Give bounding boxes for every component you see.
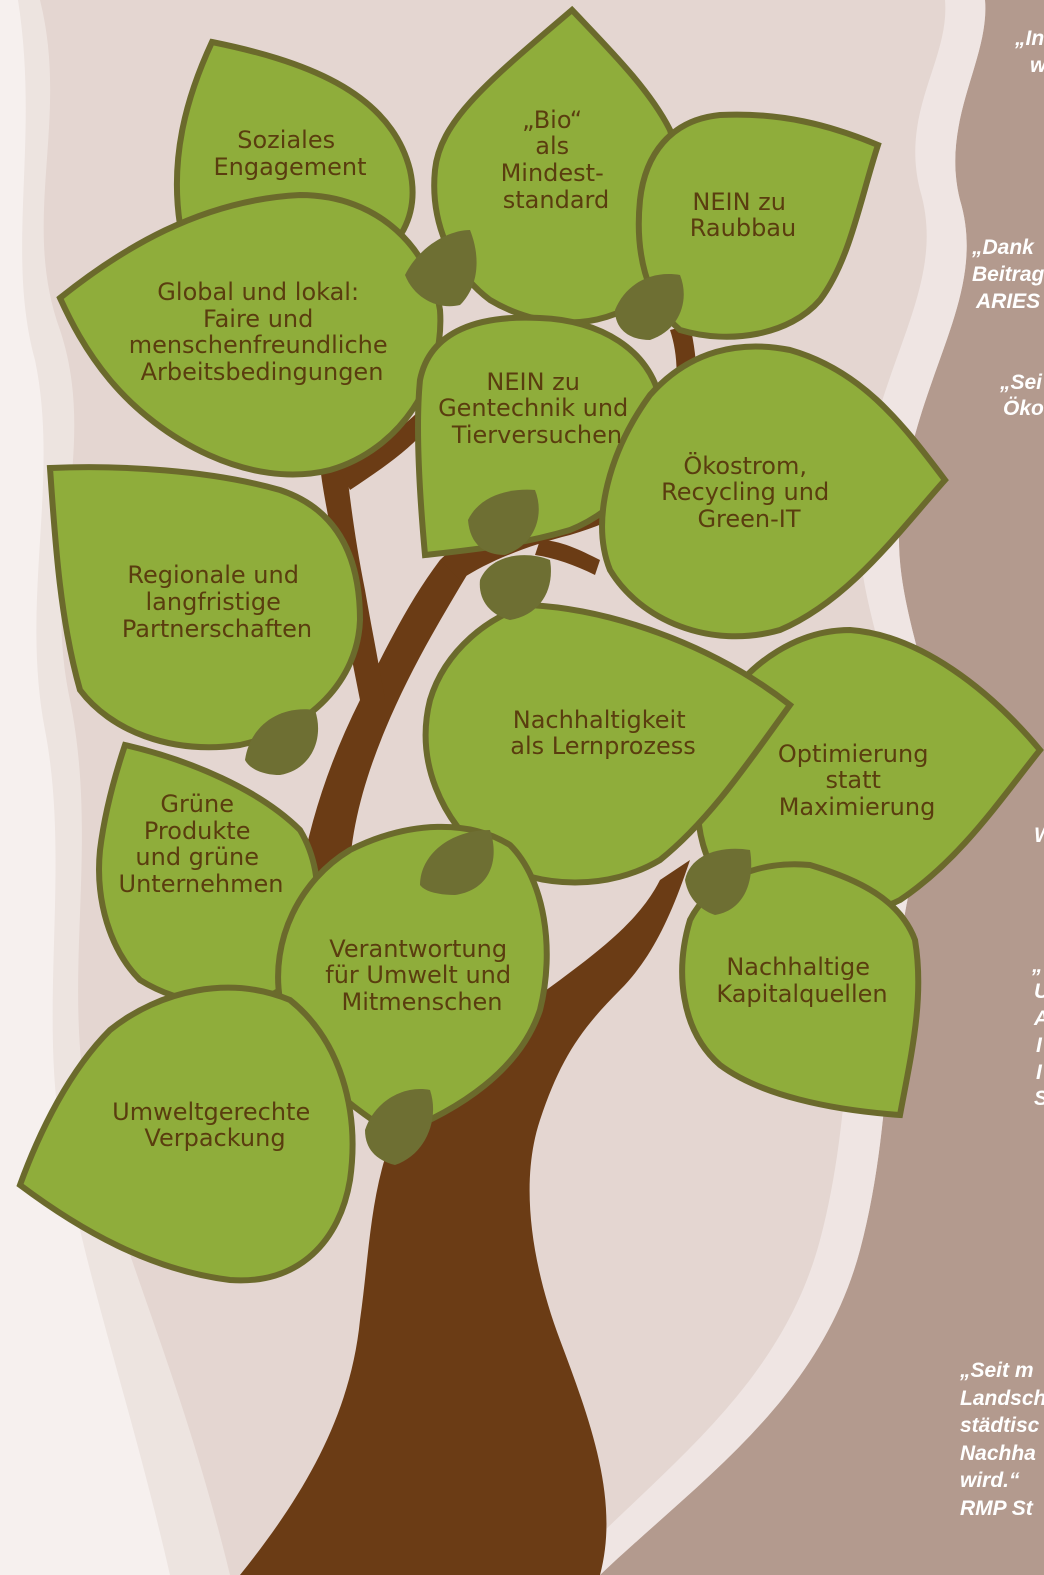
leaf-label-line: Partnerschaften [122,615,312,643]
leaf-label-line: menschenfreundliche [129,331,388,359]
leaf-label-line: Verantwortung [329,935,507,963]
leaf-label-nachhaltigkeit-lernprozess: Nachhaltigkeit als Lernprozess [510,706,696,760]
leaf-label-nein-gentechnik: NEIN zu Gentechnik und Tierversuchen [438,368,636,449]
quote-fragment-3: „Sei Öko [999,371,1044,420]
quote-line: I [1036,1034,1043,1057]
quote-line: „ [1031,954,1043,977]
leaf-label-line: und grüne [135,843,259,871]
leaf-label-regionale-partnerschaften: Regionale und langfristige Partnerschaft… [122,561,312,643]
leaf-label-line: Gentechnik und [438,394,628,422]
leaf-label-line: als [535,132,569,160]
leaf-verpackung [16,984,356,1284]
quote-line: S [1034,1087,1044,1110]
quote-line: ARIES [975,290,1040,313]
leaf-label-line: Umweltgerechte [112,1098,310,1126]
quote-line: Beitrag [972,263,1044,286]
leaf-label-line: NEIN zu [486,368,580,396]
quote-line: „Dank [971,236,1035,259]
quote-line: A [1033,1007,1044,1030]
quote-fragment-2: „Dank Beitrag ARIES [971,236,1044,313]
leaf-nachhaltigkeit-lernprozess [422,601,795,886]
leaf-regionale-partnerschaften [46,464,364,751]
leaf-label-soziales-engagement: Soziales Engagement [213,126,366,181]
quote-line: w [1030,54,1044,77]
leaf-label-line: Nachhaltigkeit [513,706,686,734]
quote-line: „Seit m [959,1359,1034,1382]
leaf-label-line: Mitmenschen [341,988,502,1016]
quote-line: U [1034,980,1044,1003]
leaf-label-line: Ökostrom, [683,451,807,480]
quote-line: städtisc [960,1414,1040,1437]
leaf-label-line: statt [825,766,880,794]
leaf-label-verantwortung: Verantwortung für Umwelt und Mitmenschen [325,935,519,1016]
leaf-label-line: Raubbau [690,214,796,242]
quote-line: Nachha [960,1442,1036,1465]
leaf-label-line: Nachhaltige [726,953,870,981]
leaf-label-line: Grüne [160,790,234,818]
leaf-label-bio-mindeststandard: „Bio“ als Mindest- standard [501,106,612,214]
leaf-label-line: Maximierung [779,793,936,821]
leaf-label-line: für Umwelt und [325,961,511,989]
quote-line: „Sei [999,371,1043,394]
leaf-label-line: Mindest- [501,159,604,187]
quote-line: RMP St [960,1497,1034,1520]
leaf-buds [245,230,752,1165]
leaf-label-line: Verpackung [144,1124,285,1152]
leaf-label-line: Arbeitsbedingungen [141,358,384,386]
leaf-label-line: Green-IT [697,505,800,533]
leaf-nein-gentechnik [414,314,664,559]
quote-line: „In [1014,27,1044,50]
leaf-label-gruene-produkte: Grüne Produkte und grüne Unternehmen [119,790,284,898]
leaf-label-line: Recycling und [661,478,829,506]
leaf-label-oekostrom: Ökostrom, Recycling und Green-IT [661,451,837,533]
quote-fragment-4: W [1034,824,1044,847]
quote-line: wird.“ [960,1469,1020,1492]
leaf-label-verpackung: Umweltgerechte Verpackung [112,1098,318,1152]
quote-fragment-6: „Seit m Landsch städtisc Nachha wird.“ R… [959,1359,1044,1520]
leaf-nein-raubbau [635,111,882,340]
leaf-oekostrom [599,343,949,640]
quote-line: I [1036,1061,1043,1084]
leaf-label-line: Unternehmen [119,870,284,898]
quote-line: Landsch [960,1387,1044,1410]
leaf-label-nein-raubbau: NEIN zu Raubbau [690,188,796,242]
quote-fragment-1: „In w [1014,27,1044,77]
quote-fragment-5: „ U A I I S [1031,954,1044,1110]
quote-line: Öko [1003,397,1044,420]
leaf-label-line: Produkte [144,817,251,845]
leaf-label-line: standard [503,186,609,214]
leaf-label-optimierung: Optimierung statt Maximierung [778,740,936,821]
leaf-label-line: Faire und [203,305,313,333]
leaf-label-line: Optimierung [778,740,929,768]
leaf-label-global-lokal: Global und lokal: Faire und menschenfreu… [129,278,396,386]
leaf-label-line: Regionale und [127,561,299,589]
leaf-label-kapitalquellen: Nachhaltige Kapitalquellen [716,953,887,1008]
leaf-label-line: langfristige [145,588,280,616]
right-side-panel [600,0,1044,1575]
leaf-label-line: Engagement [213,153,366,181]
leaf-label-line: als Lernprozess [510,732,696,760]
leaf-label-line: Global und lokal: [157,278,359,306]
leaf-label-line: Kapitalquellen [716,980,887,1008]
leaf-label-line: Soziales [237,126,335,154]
leaf-label-line: Tierversuchen [451,421,622,449]
quote-line: W [1034,824,1044,847]
leaf-label-line: „Bio“ [522,106,582,134]
leaf-label-line: NEIN zu [692,188,786,216]
